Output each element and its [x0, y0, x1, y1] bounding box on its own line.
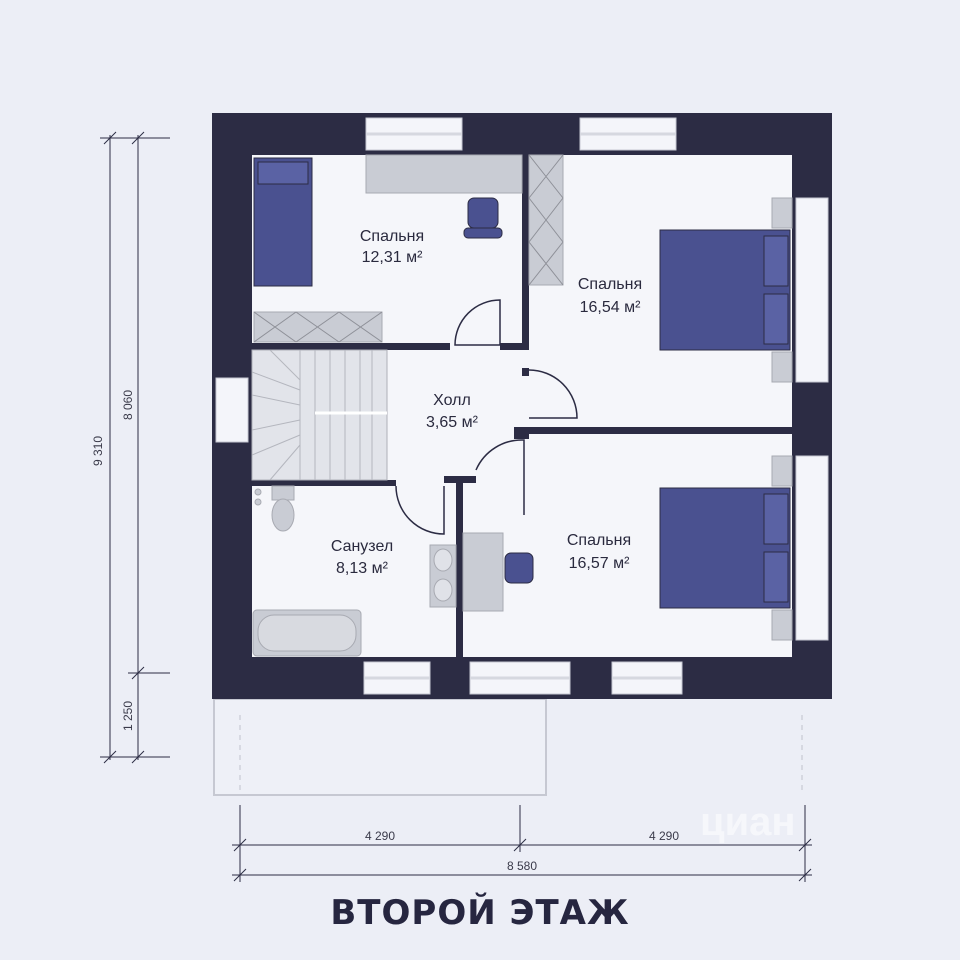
desk [462, 532, 504, 612]
door-swing [454, 299, 501, 346]
dim-left-width: 4 290 [365, 829, 395, 843]
room-area: 8,13 м² [336, 560, 389, 577]
pillow [257, 161, 309, 185]
room-area: 12,31 м² [362, 249, 423, 266]
balcony [213, 698, 547, 796]
watermark: циан [700, 800, 796, 844]
door-swing [528, 369, 578, 419]
window [215, 377, 249, 443]
vertical-dimensions [100, 131, 170, 764]
room-area: 3,65 м² [426, 414, 479, 431]
door-swing [475, 439, 525, 515]
window [795, 197, 829, 383]
nightstand [771, 455, 793, 487]
staircase [251, 349, 388, 481]
chair-base [463, 227, 503, 239]
pillow [763, 235, 789, 287]
nightstand [771, 197, 793, 229]
page-title: ВТОРОЙ ЭТАЖ [330, 893, 630, 933]
room-name: Спальня [578, 276, 642, 293]
doors [395, 299, 578, 535]
valve [254, 488, 262, 496]
pillow [763, 493, 789, 545]
toilet-tank [271, 485, 295, 501]
interior-walls [252, 155, 792, 657]
nightstand [771, 351, 793, 383]
pillow [763, 293, 789, 345]
room-area: 16,54 м² [580, 299, 641, 316]
chair [504, 552, 534, 584]
room-name: Санузел [331, 538, 393, 555]
dim-balcony-depth: 1 250 [121, 701, 135, 731]
dim-total-height: 9 310 [91, 436, 105, 466]
dim-right-width: 4 290 [649, 829, 679, 843]
room-name: Спальня [360, 228, 424, 245]
bedroom1-furniture [253, 154, 523, 343]
pillow [763, 551, 789, 603]
dim-inner-height: 8 060 [121, 390, 135, 420]
valve [254, 498, 262, 506]
bathroom-fixtures [252, 485, 457, 657]
dim-total-width: 8 580 [507, 859, 537, 873]
door-swing [395, 485, 445, 535]
bedroom2-furniture [528, 154, 793, 383]
room-area: 16,57 м² [569, 555, 630, 572]
toilet-bowl [271, 498, 295, 532]
windows [215, 117, 829, 695]
nightstand [771, 609, 793, 641]
window [795, 455, 829, 641]
desk [365, 154, 523, 194]
room-labels: Спальня 12,31 м² Спальня 16,54 м² Холл 3… [331, 228, 642, 577]
room-name: Холл [433, 392, 471, 409]
chair [467, 197, 499, 229]
room-name: Спальня [567, 532, 631, 549]
horizontal-dimensions [232, 805, 812, 882]
bedroom3-furniture [462, 455, 793, 641]
window-sills [364, 132, 682, 680]
